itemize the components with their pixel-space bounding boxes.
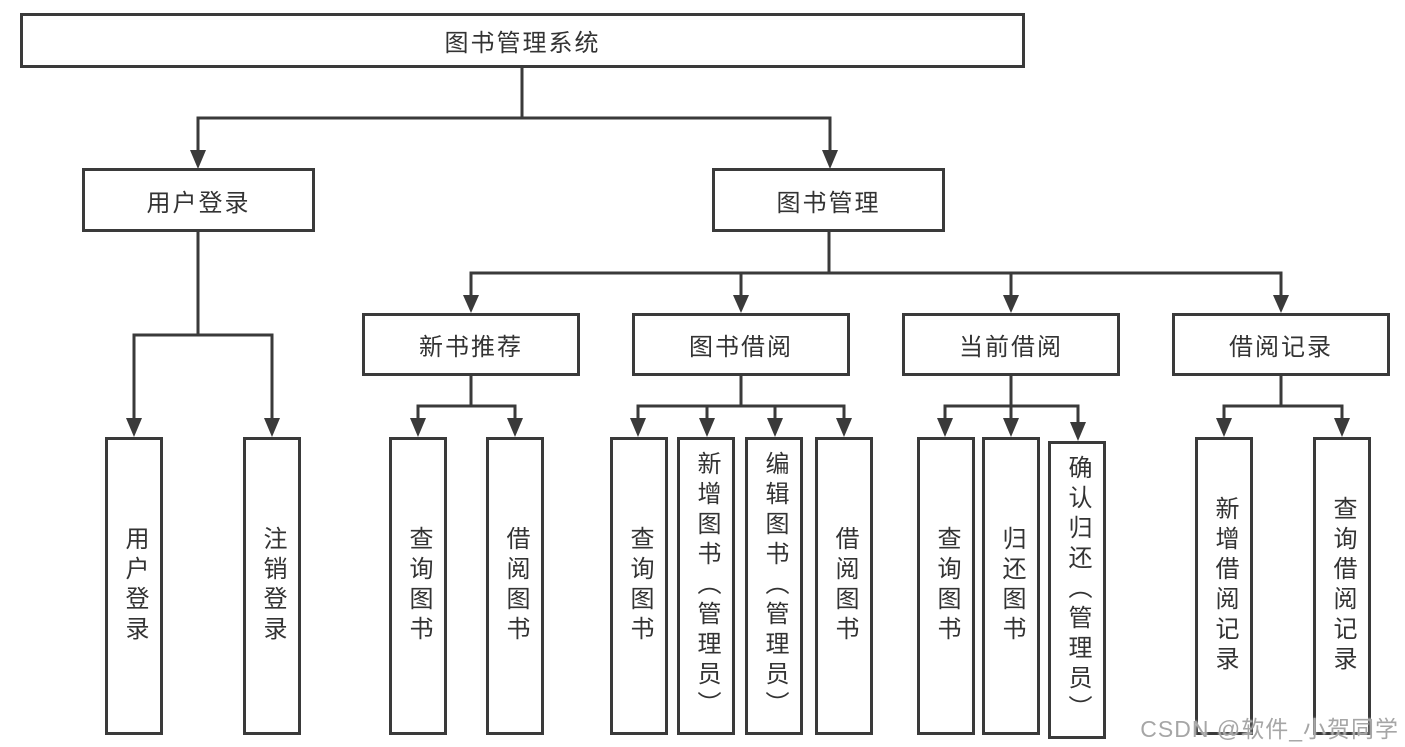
node-label: 新增图书（管理员）	[693, 451, 720, 721]
connector-recommend-to-leaves	[416, 372, 517, 422]
arrow-down-icon	[190, 150, 206, 169]
arrow-down-icon	[410, 418, 426, 437]
leaf-query-books: 查询图书	[917, 437, 975, 735]
leaf-query-books: 查询图书	[389, 437, 447, 735]
node-label: 确认归还（管理员）	[1064, 455, 1091, 725]
arrow-down-icon	[463, 295, 479, 313]
leaf-borrow-books: 借阅图书	[486, 437, 544, 735]
leaf-confirm-return-admin: 确认归还（管理员）	[1048, 441, 1106, 739]
leaf-add-books-admin: 新增图书（管理员）	[677, 437, 735, 735]
arrow-down-icon	[1216, 418, 1232, 437]
node-label: 借阅图书	[502, 526, 529, 646]
node-label: 归还图书	[998, 526, 1025, 646]
connector-mgmt-to-level3	[469, 228, 1283, 298]
node-label: 新增借阅记录	[1211, 496, 1238, 676]
node-label: 编辑图书（管理员）	[761, 451, 788, 721]
leaf-query-borrow-record: 查询借阅记录	[1313, 437, 1371, 735]
arrow-down-icon	[1003, 295, 1019, 313]
arrow-down-icon	[937, 418, 953, 437]
arrow-down-icon	[822, 150, 838, 169]
node-borrow-record: 借阅记录	[1172, 313, 1390, 376]
node-label: 查询图书	[405, 526, 432, 646]
leaf-logout: 注销登录	[243, 437, 301, 735]
arrow-down-icon	[264, 418, 280, 437]
arrow-down-icon	[1003, 418, 1019, 437]
arrow-down-icon	[733, 295, 749, 313]
leaf-add-borrow-record: 新增借阅记录	[1195, 437, 1253, 735]
leaf-edit-books-admin: 编辑图书（管理员）	[745, 437, 803, 735]
node-user-login: 用户登录	[82, 168, 315, 232]
node-label: 用户登录	[121, 526, 148, 646]
node-label: 借阅图书	[831, 526, 858, 646]
node-new-book-recommend: 新书推荐	[362, 313, 580, 376]
connector-borrow-to-leaves	[636, 372, 846, 422]
node-label: 查询借阅记录	[1329, 496, 1356, 676]
connector-record-to-leaves	[1222, 372, 1344, 422]
node-label: 当前借阅	[959, 334, 1063, 361]
arrow-down-icon	[836, 418, 852, 437]
arrow-down-icon	[1273, 295, 1289, 313]
arrow-down-icon	[699, 418, 715, 437]
node-label: 借阅记录	[1229, 334, 1333, 361]
arrow-down-icon	[1334, 418, 1350, 437]
node-book-borrow: 图书借阅	[632, 313, 850, 376]
connector-root-to-level2	[196, 64, 832, 153]
connector-current-to-leaves	[943, 372, 1080, 426]
arrow-down-icon	[1070, 422, 1086, 441]
leaf-query-books: 查询图书	[610, 437, 668, 735]
node-label: 查询图书	[626, 526, 653, 646]
node-label: 图书管理	[776, 189, 881, 217]
node-label: 用户登录	[146, 189, 251, 217]
node-root-system: 图书管理系统	[20, 13, 1025, 68]
leaf-user-login: 用户登录	[105, 437, 163, 735]
arrow-down-icon	[126, 418, 142, 437]
node-label: 查询图书	[933, 526, 960, 646]
leaf-return-books: 归还图书	[982, 437, 1040, 735]
connector-login-to-leaves	[132, 228, 274, 422]
leaf-borrow-books: 借阅图书	[815, 437, 873, 735]
node-label: 新书推荐	[419, 334, 523, 361]
node-current-borrow: 当前借阅	[902, 313, 1120, 376]
node-book-management: 图书管理	[712, 168, 945, 232]
arrow-down-icon	[507, 418, 523, 437]
arrow-down-icon	[630, 418, 646, 437]
arrow-down-icon	[767, 418, 783, 437]
node-label: 图书借阅	[689, 334, 793, 361]
node-label: 图书管理系统	[444, 30, 601, 57]
node-label: 注销登录	[259, 526, 286, 646]
